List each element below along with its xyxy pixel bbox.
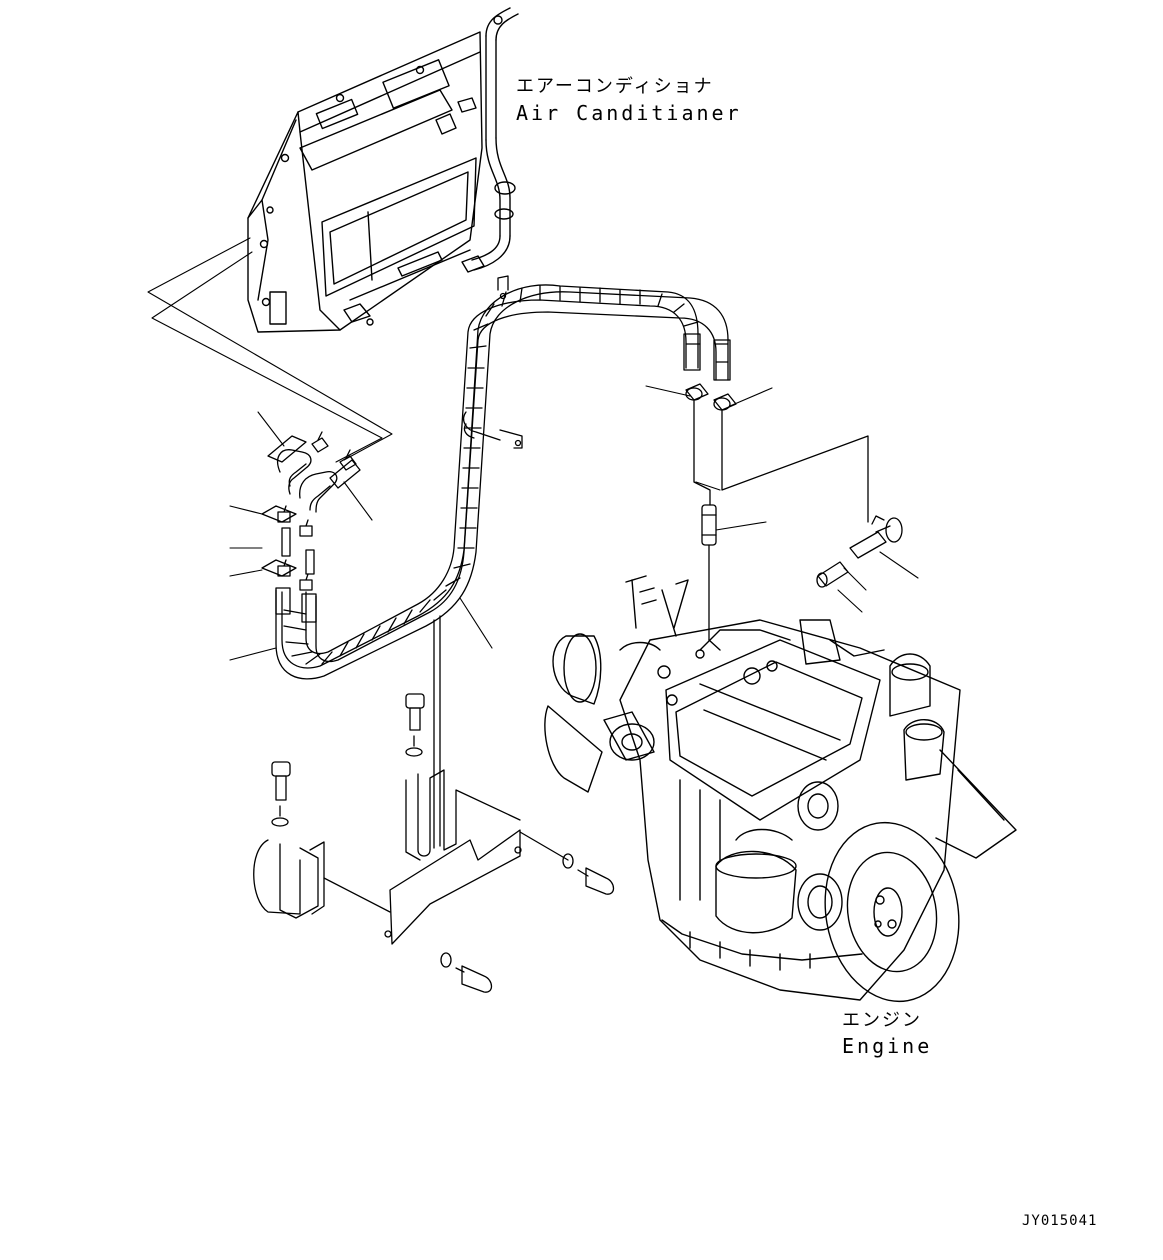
air-conditioner-label-en: Air Canditianer	[516, 101, 742, 125]
reference-lines-ac	[147, 237, 393, 463]
engine-label-jp: エンジン	[842, 1010, 922, 1031]
air-conditioner-unit	[247, 7, 519, 333]
mounting-brackets	[253, 615, 615, 993]
hose-fittings-right	[685, 383, 903, 641]
drawing-number: JY015041	[1022, 1213, 1098, 1229]
engine-assembly	[544, 575, 1017, 1003]
air-conditioner-label-jp: エアーコンディショナ	[516, 76, 714, 97]
engine-label-en: Engine	[842, 1034, 933, 1058]
heater-hose-assembly	[275, 275, 731, 680]
hose-fittings-left	[261, 431, 361, 591]
callout-leader-lines	[229, 385, 919, 661]
